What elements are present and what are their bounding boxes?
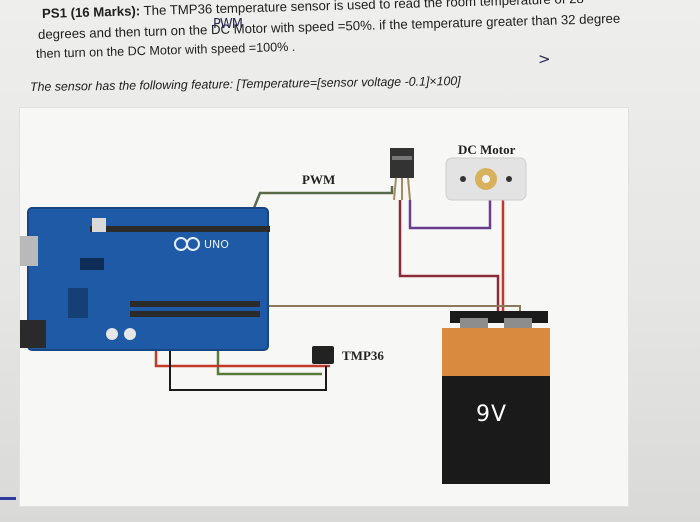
transistor-to-battery-red-wire (398, 200, 500, 313)
dc-motor-label: DC Motor (458, 142, 516, 157)
arduino-uno-board (20, 207, 270, 351)
pwm-wire (250, 186, 394, 214)
dc-motor-component (445, 157, 527, 201)
handwritten-pwm-annotation: PWM (213, 17, 243, 32)
sensor-feature-text: The sensor has the following feature: [T… (29, 73, 461, 94)
tmp36-ground-wire (169, 348, 327, 391)
tmp36-sensor-component (312, 346, 334, 364)
pwm-label: PWM (302, 172, 336, 187)
battery-9v-component (442, 311, 550, 484)
question-line-3: then turn on the DC Motor with speed =10… (35, 39, 296, 61)
transistor-component (390, 148, 414, 201)
question-label: PS1 (16 Marks): (41, 3, 141, 21)
handwritten-greater-annotation: > (538, 50, 551, 68)
circuit-diagram: PWM DC Motor TMP36 9V UNO (20, 108, 628, 506)
tmp36-label: TMP36 (342, 348, 384, 363)
tmp36-power-wire (154, 348, 330, 368)
arduino-model-label: UNO (204, 238, 229, 251)
question-text: PS1 (16 Marks): The TMP36 temperature se… (0, 0, 700, 100)
circuit-drawing (20, 148, 550, 484)
page-edge-mark (0, 497, 16, 500)
motor-to-transistor-wire (408, 196, 492, 230)
battery-voltage-label: 9V (476, 402, 508, 427)
